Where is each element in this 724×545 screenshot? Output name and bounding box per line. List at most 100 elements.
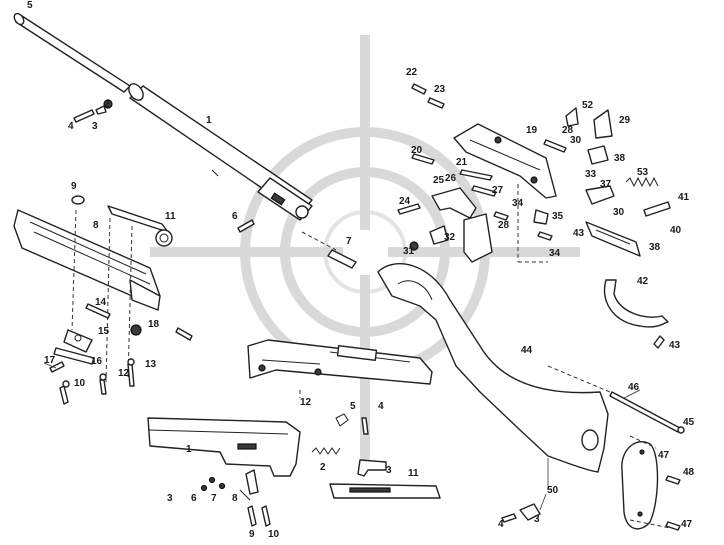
part-number-7: 7: [346, 236, 352, 247]
nut: [130, 324, 142, 336]
pin-4: [361, 417, 369, 435]
part-number-30: 30: [570, 135, 582, 146]
trigger-37: [585, 185, 615, 205]
part-number-2: 2: [104, 99, 110, 110]
part-number-38: 38: [614, 153, 626, 164]
part-number-34: 34: [512, 198, 524, 209]
screw-13: [127, 358, 135, 387]
part-number-22: 22: [406, 67, 418, 78]
trigger-guard-42: [603, 279, 669, 328]
part-number-46: 46: [628, 382, 640, 393]
part-number-48: 48: [683, 467, 695, 478]
part-number-21: 21: [456, 157, 468, 168]
retainer-plate: [53, 347, 95, 365]
spring-53: [625, 176, 659, 188]
sear-parts: [409, 187, 493, 263]
screw-43: [653, 335, 665, 349]
part-number-45: 45: [683, 417, 695, 428]
part-number-2: 2: [320, 462, 326, 473]
part-number-26: 26: [445, 173, 457, 184]
part-number-33: 33: [585, 169, 597, 180]
part-number-38: 38: [649, 242, 661, 253]
small-parts-lower: [200, 469, 271, 527]
small-pins-trigger: [397, 83, 509, 221]
screw-10a: [59, 380, 70, 405]
part-number-5: 5: [27, 0, 33, 11]
part-number-3: 3: [534, 514, 540, 525]
stock-bolt-45: [609, 391, 685, 434]
part-number-28: 28: [498, 220, 510, 231]
part-number-8: 8: [93, 220, 99, 231]
part-number-3: 3: [386, 465, 392, 476]
part-number-25: 25: [433, 175, 445, 186]
part-number-23: 23: [434, 84, 446, 95]
part-number-14: 14: [95, 297, 107, 308]
screws-48-47: [665, 475, 681, 531]
receiver: [247, 339, 433, 385]
part-number-40: 40: [670, 225, 682, 236]
part-number-13: 13: [145, 359, 157, 370]
part-number-50: 50: [547, 485, 559, 496]
trigger-housing: [453, 123, 557, 199]
part-number-12: 12: [300, 397, 312, 408]
part-number-37: 37: [600, 179, 612, 190]
barrel-tube: [13, 12, 131, 93]
forend: [13, 209, 161, 311]
part-number-28: 28: [562, 125, 574, 136]
part-number-44: 44: [521, 345, 533, 356]
part-number-10: 10: [74, 378, 86, 389]
part-number-18: 18: [148, 319, 160, 330]
extractor-3: [357, 459, 387, 477]
part-number-6: 6: [232, 211, 238, 222]
screw-17: [49, 361, 65, 373]
part-number-31: 31: [403, 246, 415, 257]
part-number-1: 1: [186, 444, 192, 455]
screw-12a: [99, 373, 107, 395]
part-number-11: 11: [408, 468, 419, 479]
part-number-42: 42: [637, 276, 649, 287]
part-number-43: 43: [669, 340, 681, 351]
spring-5: [335, 413, 349, 427]
pin-41: [643, 201, 671, 217]
part-number-4: 4: [68, 121, 74, 132]
part-number-32: 32: [444, 232, 456, 243]
part-number-43: 43: [573, 228, 585, 239]
front-swivel-band: [107, 205, 173, 247]
part-number-34: 34: [549, 248, 561, 259]
part-number-30: 30: [613, 207, 625, 218]
part-number-7: 7: [211, 493, 217, 504]
front-sight-pin: [237, 219, 255, 233]
part-number-17: 17: [44, 355, 56, 366]
part-number-3: 3: [167, 493, 173, 504]
part-number-15: 15: [98, 326, 110, 337]
stock: [377, 263, 609, 473]
part-number-47: 47: [681, 519, 693, 530]
part-number-35: 35: [552, 211, 564, 222]
part-number-27: 27: [492, 185, 504, 196]
part-number-6: 6: [191, 493, 197, 504]
part-number-29: 29: [619, 115, 631, 126]
swivel-stud: [63, 329, 93, 353]
barrel-band-screw: [73, 99, 113, 123]
part-number-52: 52: [582, 100, 594, 111]
part-number-9: 9: [249, 529, 255, 540]
part-number-5: 5: [350, 401, 356, 412]
bolt-housing: [147, 417, 301, 477]
sling-swivel-50: [501, 458, 549, 523]
part-number-20: 20: [411, 145, 423, 156]
part-number-9: 9: [71, 181, 77, 192]
part-number-4: 4: [498, 519, 504, 530]
part-number-1: 1: [206, 115, 212, 126]
part-number-41: 41: [678, 192, 690, 203]
part-number-24: 24: [399, 196, 411, 207]
part-number-47: 47: [658, 450, 670, 461]
part-number-19: 19: [526, 125, 538, 136]
safety-parts: [533, 107, 613, 241]
part-number-53: 53: [637, 167, 649, 178]
part-number-8: 8: [232, 493, 238, 504]
part-number-3: 3: [92, 121, 98, 132]
wiring-leaders: [43, 362, 641, 511]
part-number-16: 16: [91, 356, 103, 367]
